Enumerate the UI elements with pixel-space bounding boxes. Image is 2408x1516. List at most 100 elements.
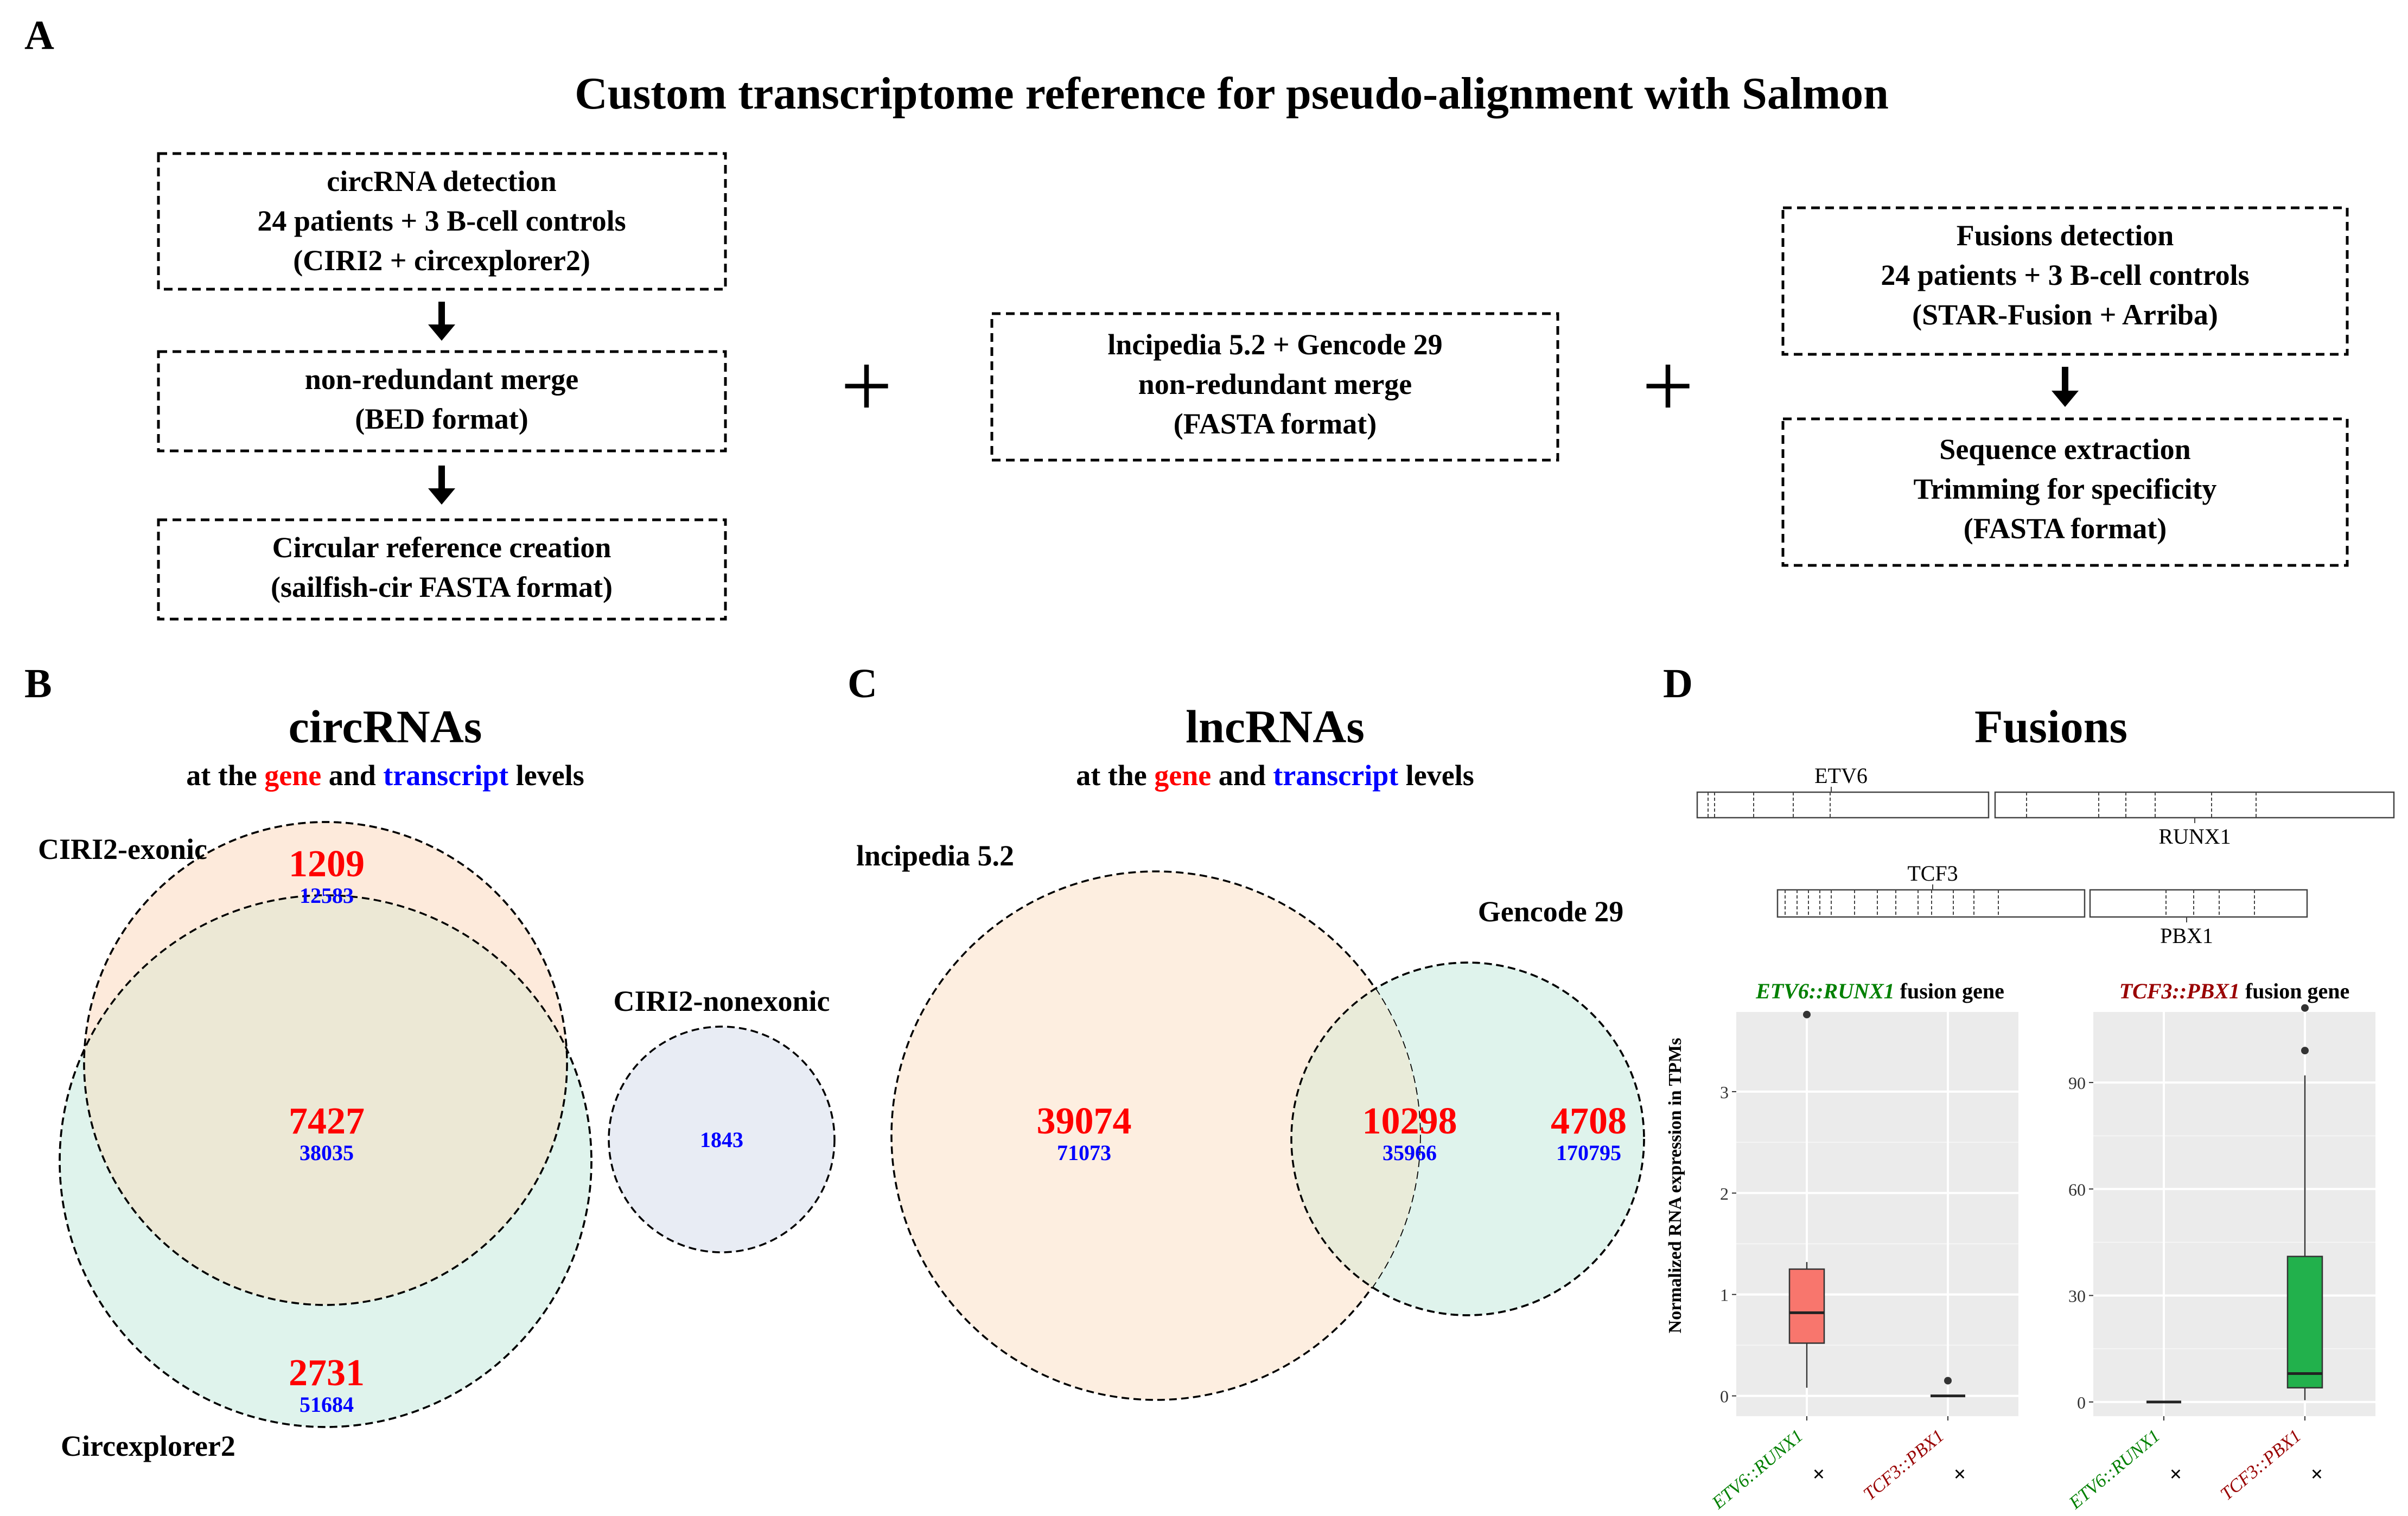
fusion-box-2-line-2: Trimming for specificity — [1914, 473, 2217, 505]
panel-b-subtitle: at the gene and transcript levels — [186, 759, 584, 792]
gene-label-tcf3: TCF3 — [1907, 861, 1958, 886]
count-circexplorer-only-transcript: 51684 — [300, 1392, 354, 1417]
plot-background — [1736, 1012, 2018, 1416]
pbx1-segment — [2089, 889, 2308, 918]
plus-sign-1: + — [840, 335, 893, 437]
lnc-box: lncipedia 5.2 + Gencode 29 non-redundant… — [990, 312, 1559, 462]
panel-b-title: circRNAs — [289, 700, 482, 753]
x-tick-label: TCF3::PBX1 — [1859, 1426, 1948, 1505]
y-tick-label: 60 — [2068, 1180, 2086, 1199]
x-marker: × — [1954, 1462, 1966, 1486]
count-lnc-overlap-gene: 10298 — [1362, 1100, 1457, 1142]
circ-box-2-line-1: non-redundant merge — [305, 363, 579, 396]
count-lncipedia-only-gene: 39074 — [1037, 1100, 1132, 1142]
gene-label-etv6: ETV6 — [1814, 763, 1868, 788]
x-tick-label: ETV6::RUNX1 — [1708, 1426, 1807, 1513]
circ-box-1-line-3: (CIRI2 + circexplorer2) — [293, 244, 590, 277]
count-exonic-only-gene: 1209 — [289, 843, 365, 885]
lnc-overlap-region — [1291, 963, 1420, 1315]
panel-letter-c: C — [848, 661, 877, 706]
box — [2286, 1256, 2323, 1388]
lnc-box-line-1: lncipedia 5.2 + Gencode 29 — [1107, 328, 1442, 361]
x-marker: × — [2311, 1462, 2323, 1486]
count-overlap-transcript: 38035 — [300, 1141, 354, 1165]
y-tick-label: 0 — [1720, 1387, 1729, 1406]
set-ciri2-nonexonic-circle — [608, 1025, 836, 1253]
panel-letter-d: D — [1663, 661, 1693, 706]
panel-a-title: Custom transcriptome reference for pseud… — [575, 68, 1889, 119]
circ-box-3-line-1: Circular reference creation — [272, 531, 611, 564]
circ-box-2: non-redundant merge (BED format) — [157, 350, 727, 453]
plus-sign-2: + — [1642, 335, 1694, 437]
down-arrow-1 — [428, 302, 455, 341]
fusion-box-2-line-1: Sequence extraction — [1939, 433, 2190, 466]
outlier-point — [1944, 1377, 1952, 1385]
panel-letter-b: B — [24, 661, 52, 706]
x-marker: × — [1813, 1462, 1825, 1486]
circ-box-2-line-2: (BED format) — [355, 403, 528, 435]
venn-lncrna — [890, 870, 1645, 1401]
down-arrow-3 — [2052, 367, 2079, 407]
etv6-runx1-track — [1696, 787, 2395, 823]
circ-box-3-line-2: (sailfish-cir FASTA format) — [271, 571, 613, 603]
boxplot-title: TCF3::PBX1 fusion gene — [2119, 979, 2349, 1003]
x-tick-label: ETV6::RUNX1 — [2065, 1426, 2164, 1513]
circ-box-1-line-2: 24 patients + 3 B-cell controls — [257, 205, 626, 237]
venn-circrna — [59, 821, 836, 1428]
label-lncipedia: lncipedia 5.2 — [856, 839, 1014, 872]
label-circexplorer2: Circexplorer2 — [61, 1430, 235, 1462]
y-tick-label: 2 — [1720, 1184, 1729, 1203]
count-lnc-overlap-transcript: 35966 — [1383, 1141, 1437, 1165]
gene-label-runx1: RUNX1 — [2158, 824, 2231, 849]
x-tick-label: TCF3::PBX1 — [2216, 1426, 2305, 1505]
fusion-box-1-line-2: 24 patients + 3 B-cell controls — [1881, 259, 2249, 291]
set-ciri2-exonic-outline — [83, 821, 568, 1306]
label-gencode29: Gencode 29 — [1478, 895, 1623, 928]
label-ciri2-nonexonic: CIRI2-nonexonic — [613, 985, 830, 1017]
y-tick-label: 0 — [2077, 1393, 2086, 1412]
circ-box-1-line-1: circRNA detection — [327, 165, 556, 198]
outlier-point — [2301, 1047, 2309, 1055]
label-ciri2-exonic: CIRI2-exonic — [38, 833, 207, 865]
down-arrow-2 — [428, 466, 455, 505]
y-tick-label: 1 — [1720, 1285, 1729, 1305]
etv6-segment — [1696, 791, 1990, 819]
boxplot-etv6-runx1: ETV6::RUNX1 fusion gene0123ETV6::RUNX1×T… — [1708, 979, 2018, 1513]
plot-background — [2093, 1012, 2375, 1416]
fusion-box-1-line-3: (STAR-Fusion + Arriba) — [1912, 298, 2218, 331]
fusion-box-2-line-3: (FASTA format) — [1964, 512, 2167, 545]
x-marker: × — [2170, 1462, 2182, 1486]
runx1-segment — [1994, 791, 2395, 819]
boxplot-title: ETV6::RUNX1 fusion gene — [1755, 979, 2004, 1003]
fusion-box-2: Sequence extraction Trimming for specifi… — [1781, 417, 2349, 567]
count-lncipedia-only-transcript: 71073 — [1057, 1141, 1111, 1165]
tcf3-pbx1-track — [1776, 884, 2308, 922]
box — [1788, 1268, 1825, 1344]
set-gencode29-outline — [1290, 961, 1645, 1316]
panel-c-title: lncRNAs — [1186, 700, 1365, 753]
fusion-box-1: Fusions detection 24 patients + 3 B-cell… — [1781, 206, 2349, 356]
count-nonexonic-transcript: 1843 — [700, 1128, 743, 1152]
y-tick-label: 90 — [2068, 1073, 2086, 1093]
lnc-box-line-2: non-redundant merge — [1138, 368, 1412, 400]
lnc-box-line-3: (FASTA format) — [1174, 407, 1377, 440]
count-exonic-only-transcript: 12583 — [300, 883, 354, 908]
count-circexplorer-only-gene: 2731 — [289, 1352, 365, 1394]
panel-d-title: Fusions — [1974, 700, 2127, 753]
outlier-point — [1803, 1010, 1811, 1018]
gene-label-pbx1: PBX1 — [2160, 923, 2213, 948]
set-circexplorer2-outline — [59, 894, 593, 1428]
panel-c-subtitle: at the gene and transcript levels — [1076, 759, 1474, 792]
count-overlap-gene: 7427 — [289, 1100, 365, 1142]
outlier-point — [2301, 1004, 2309, 1012]
circ-box-3: Circular reference creation (sailfish-ci… — [157, 518, 727, 621]
count-gencode-only-transcript: 170795 — [1556, 1141, 1621, 1165]
y-tick-label: 3 — [1720, 1082, 1729, 1102]
circ-box-1: circRNA detection 24 patients + 3 B-cell… — [157, 152, 727, 291]
count-gencode-only-gene: 4708 — [1551, 1100, 1627, 1142]
boxplot-ylabel: Normalized RNA expression in TPMs — [1665, 1038, 1685, 1334]
y-tick-label: 30 — [2068, 1286, 2086, 1306]
fusion-box-1-line-1: Fusions detection — [1957, 219, 2174, 252]
